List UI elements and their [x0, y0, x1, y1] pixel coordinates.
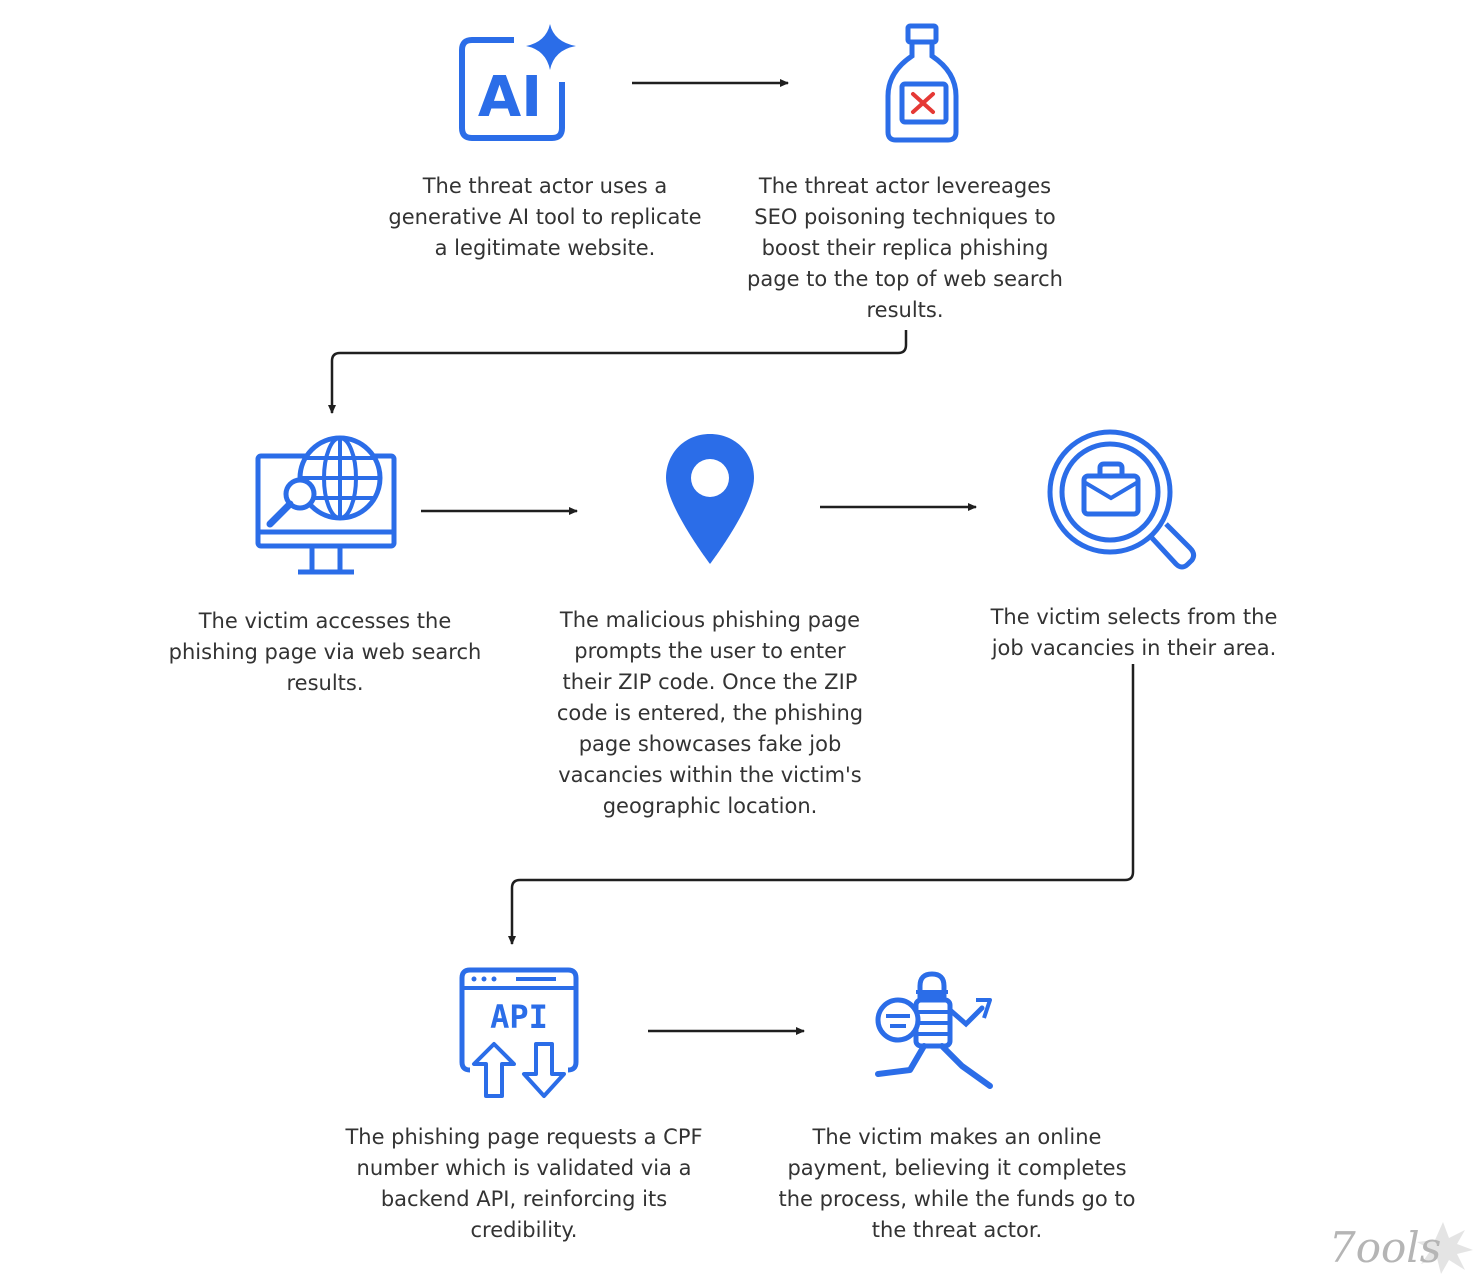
step-7-description: The victim makes an online payment, beli…: [778, 1125, 1136, 1242]
api-window-icon: API: [459, 967, 579, 1098]
step-1-description: The threat actor uses a generative AI to…: [388, 174, 702, 260]
location-pin-icon: [666, 434, 754, 564]
ai-icon-label: AI: [478, 65, 542, 130]
ai-sparkle-icon: AI: [459, 24, 576, 141]
watermark-logo: 7ools: [1329, 1222, 1473, 1274]
poison-bottle-icon: [885, 23, 959, 143]
arrow-step2-to-step3: [328, 330, 908, 414]
monitor-globe-search-icon: [255, 435, 397, 575]
thief-running-icon: [875, 971, 993, 1089]
arrow-step5-to-step6: [508, 664, 1135, 945]
watermark-text: 7ools: [1329, 1223, 1441, 1272]
job-search-magnifier-icon: [1047, 429, 1197, 570]
step-3-description: The victim accesses the phishing page vi…: [168, 609, 482, 695]
api-icon-label: API: [490, 998, 548, 1036]
step-2-description: The threat actor levereages SEO poisonin…: [747, 174, 1063, 322]
step-6-description: The phishing page requests a CPF number …: [345, 1125, 703, 1242]
step-5-description: The victim selects from the job vacancie…: [990, 605, 1278, 660]
step-4-description: The malicious phishing page prompts the …: [556, 608, 864, 818]
